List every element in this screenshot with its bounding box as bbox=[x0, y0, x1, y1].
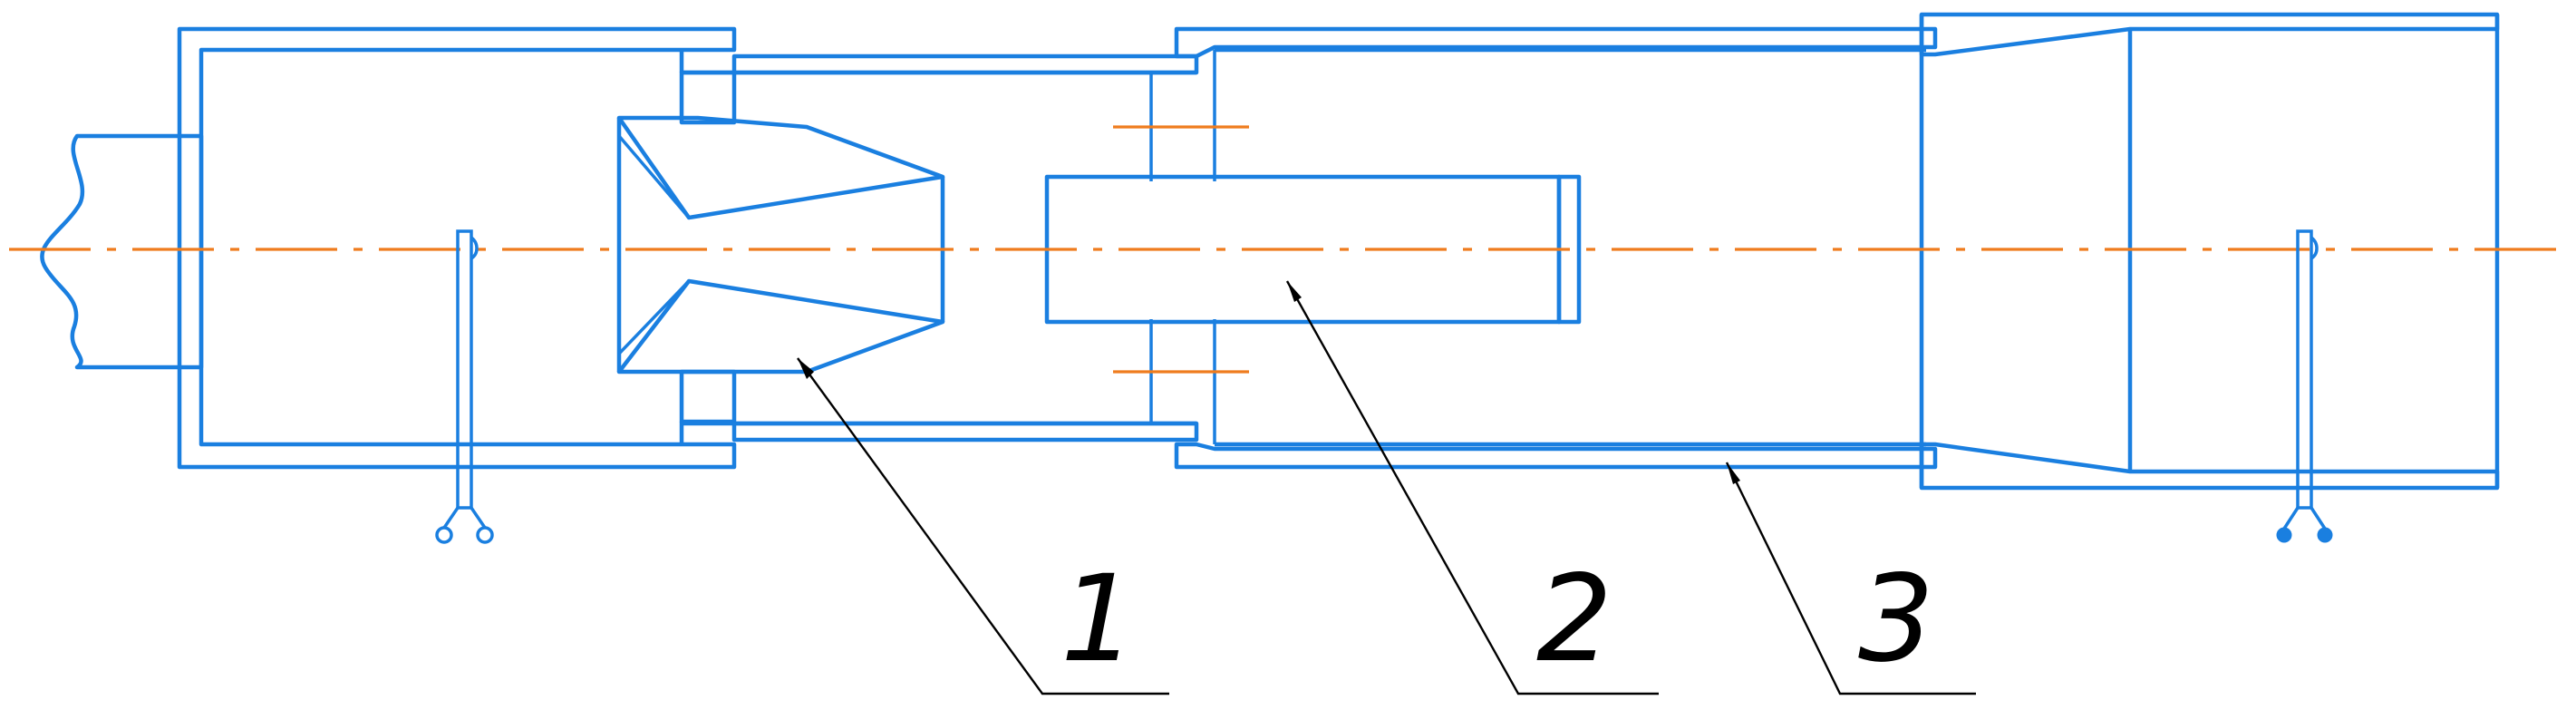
callout-label-1: 1 bbox=[1060, 550, 1137, 689]
diffuser-cone bbox=[1919, 12, 2500, 491]
left-housing bbox=[177, 26, 737, 470]
drive-shaft bbox=[40, 133, 204, 370]
support-marks bbox=[1113, 125, 1249, 374]
nozzle-cone bbox=[616, 115, 945, 374]
mixing-tube bbox=[682, 50, 1216, 444]
leader-lines bbox=[797, 280, 1976, 695]
callout-labels: 1 2 3 bbox=[1060, 550, 1934, 689]
callout-label-3: 3 bbox=[1858, 550, 1934, 689]
right-clamp-pin bbox=[2276, 229, 2333, 543]
left-clamp-pin bbox=[435, 229, 494, 544]
nozzle-flange bbox=[679, 50, 737, 444]
callout-label-2: 2 bbox=[1536, 550, 1612, 689]
diffuser-housing bbox=[1174, 26, 1938, 470]
